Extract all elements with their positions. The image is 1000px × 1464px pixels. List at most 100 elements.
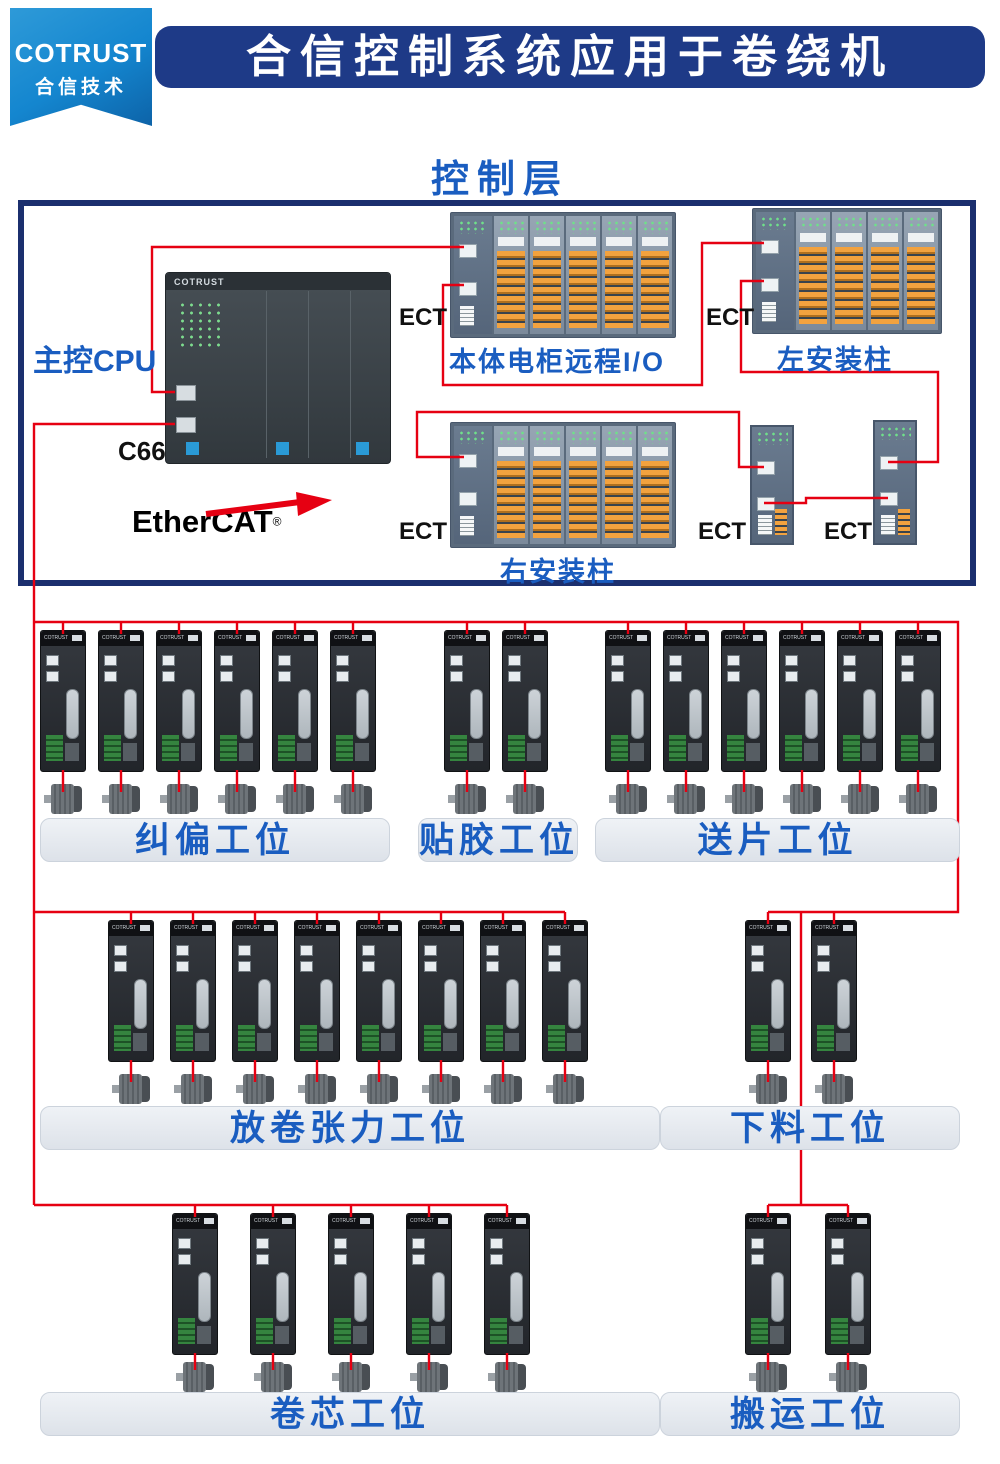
ethercat-port-icon <box>300 961 313 972</box>
drive-tag <box>869 635 879 641</box>
power-terminal <box>362 1025 379 1051</box>
drive-top-cap: COTRUST <box>171 921 215 936</box>
drive-tag <box>534 635 544 641</box>
ethercat-port-icon <box>424 945 437 956</box>
io-block <box>275 1326 289 1344</box>
servo-motor <box>899 784 937 814</box>
led-strip <box>872 216 898 230</box>
drive-top-cap: COTRUST <box>331 631 375 646</box>
power-terminal <box>727 735 744 761</box>
ethercat-port-icon <box>176 417 196 433</box>
ethercat-port-icon <box>424 961 437 972</box>
servo-drive: COTRUST <box>250 1213 296 1355</box>
motor-cap <box>266 1076 274 1102</box>
io-block <box>197 1326 211 1344</box>
ethercat-port-icon <box>334 1238 347 1249</box>
ethercat-port-icon <box>490 1254 503 1265</box>
servo-motor <box>176 1362 214 1392</box>
drive-tag <box>204 1218 214 1224</box>
drive-top-cap: COTRUST <box>838 631 882 646</box>
motor-cap <box>845 1076 853 1102</box>
motor-shaft <box>667 795 674 803</box>
ethercat-port-icon <box>669 655 682 666</box>
motor-cap <box>364 786 372 812</box>
servo-motor <box>236 1074 274 1104</box>
encoder-connector <box>240 689 253 739</box>
motor-shaft <box>841 795 848 803</box>
ethercat-port-icon <box>256 1238 269 1249</box>
motor-body <box>495 1362 518 1392</box>
motor-cap <box>328 1076 336 1102</box>
motor-body <box>109 784 132 814</box>
servo-drive: COTRUST <box>272 630 318 772</box>
ethercat-port-icon <box>486 961 499 972</box>
encoder-connector <box>356 689 369 739</box>
io-block <box>688 743 702 761</box>
motor-shaft <box>102 795 109 803</box>
power-terminal <box>751 1318 768 1344</box>
motor-shaft <box>546 1085 553 1093</box>
servo-motor <box>410 1362 448 1392</box>
drive-tag <box>857 1218 867 1224</box>
ethercat-port-icon <box>817 945 830 956</box>
io-block <box>319 1033 333 1051</box>
drive-tag <box>450 925 460 931</box>
dip-switch <box>758 515 772 535</box>
drive-brand-text: COTRUST <box>236 925 261 931</box>
drive-brand-text: COTRUST <box>332 1218 357 1224</box>
module-label <box>570 237 596 246</box>
drive-brand-text: COTRUST <box>749 925 774 931</box>
ethercat-port-icon <box>817 961 830 972</box>
io-block <box>567 1033 581 1051</box>
ethercat-port-icon <box>300 945 313 956</box>
ethercat-port-icon <box>114 945 127 956</box>
drive-tag <box>326 925 336 931</box>
drive-tag <box>695 635 705 641</box>
drive-brand-text: COTRUST <box>176 1218 201 1224</box>
io-block <box>527 743 541 761</box>
ethercat-port-icon <box>450 671 463 682</box>
io-block <box>181 743 195 761</box>
ethercat-port-icon <box>176 961 189 972</box>
motor-body <box>181 1074 204 1104</box>
drive-brand-text: COTRUST <box>298 925 323 931</box>
encoder-connector <box>689 689 702 739</box>
io-block <box>630 743 644 761</box>
ethercat-port-icon <box>486 945 499 956</box>
servo-motor <box>160 784 198 814</box>
led-strip <box>800 216 826 230</box>
encoder-connector <box>771 979 784 1029</box>
drive-brand-text: COTRUST <box>102 635 127 641</box>
drive-top-cap: COTRUST <box>543 921 587 936</box>
drive-top-cap: COTRUST <box>109 921 153 936</box>
ethercat-port-icon <box>508 671 521 682</box>
encoder-connector <box>747 689 760 739</box>
motor-body <box>339 1362 362 1392</box>
ethercat-port-icon <box>362 945 375 956</box>
drive-brand-text: COTRUST <box>484 925 509 931</box>
dip-switch <box>881 515 895 535</box>
servo-drive: COTRUST <box>156 630 202 772</box>
motor-body <box>553 1074 576 1104</box>
drive-top-cap: COTRUST <box>746 1214 790 1229</box>
logo-mark <box>276 442 289 455</box>
motor-body <box>167 784 190 814</box>
encoder-connector <box>771 1272 784 1322</box>
motor-body <box>674 784 697 814</box>
motor-shaft <box>174 1085 181 1093</box>
drive-top-cap: COTRUST <box>481 921 525 936</box>
led-strip <box>760 216 790 230</box>
drive-brand-text: COTRUST <box>422 925 447 931</box>
power-terminal <box>424 1025 441 1051</box>
motor-shaft <box>176 1373 183 1381</box>
module-label <box>872 233 898 242</box>
servo-drive: COTRUST <box>214 630 260 772</box>
motor-cap <box>813 786 821 812</box>
encoder-connector <box>66 689 79 739</box>
servo-drive: COTRUST <box>484 1213 530 1355</box>
led-strip <box>458 220 488 234</box>
drive-top-cap: COTRUST <box>357 921 401 936</box>
drive-tag <box>140 925 150 931</box>
drive-brand-text: COTRUST <box>254 1218 279 1224</box>
motor-cap <box>929 786 937 812</box>
